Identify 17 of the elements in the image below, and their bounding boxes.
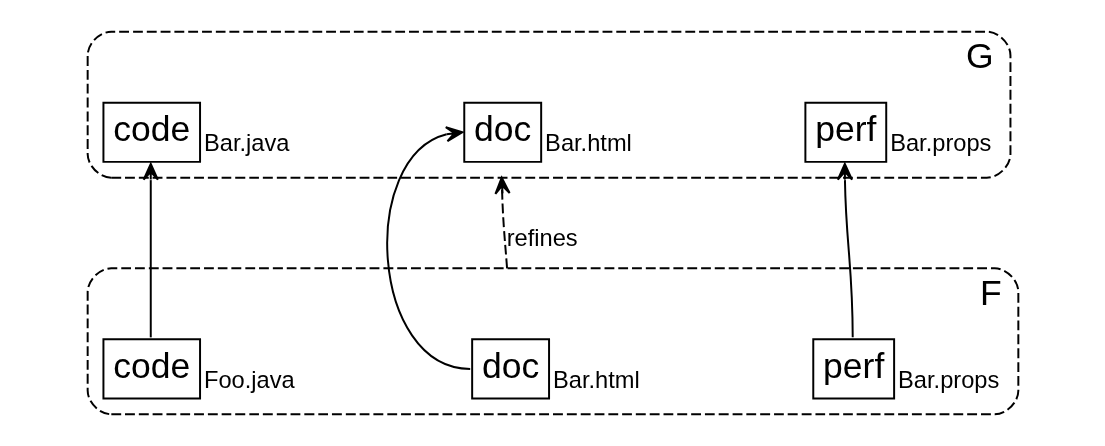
edge-label: refines [506, 224, 578, 251]
arrow [836, 162, 854, 339]
node-box: perf [811, 338, 895, 400]
node-label: Bar.java [203, 130, 289, 157]
node-label: Bar.props [897, 366, 999, 393]
node-label: Foo.java [203, 366, 295, 393]
node-box: code [101, 101, 201, 163]
node-box: doc [470, 338, 550, 400]
arrow [386, 126, 471, 370]
arrow [493, 176, 511, 270]
node-label: Bar.props [889, 130, 991, 157]
arrow [142, 162, 159, 339]
node-box: perf [803, 101, 887, 163]
node-label: Bar.html [544, 130, 632, 157]
node-box: doc [462, 101, 542, 163]
node-box: code [101, 338, 201, 400]
node-label: Bar.html [552, 366, 640, 393]
